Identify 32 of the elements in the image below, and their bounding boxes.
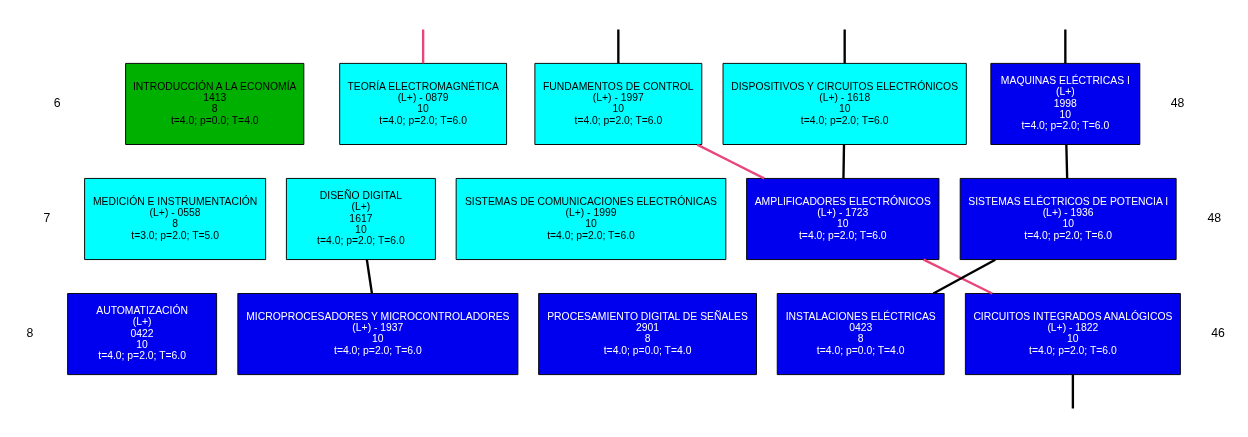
node-box: DISEÑO DIGITAL (L+) 1617 10 t=4.0; p=2.0; T=6.0 (285, 177, 436, 260)
connector (696, 143, 765, 179)
label: 8 (26, 325, 34, 340)
node-box: MICROPROCESADORES Y MICROCONTROLADORES (L+) - 1937 10 t=4.0; p=2.0; T=6.0 (237, 292, 519, 375)
node-box: DISPOSITIVOS Y CIRCUITOS ELECTRÓNICOS (L+) - 1618 10 t=4.0; p=2.0; T=6.0 (722, 62, 967, 145)
node-box: PROCESAMIENTO DIGITAL DE SEÑALES 2901 8 t=4.0; p=0.0; T=4.0 (538, 292, 757, 375)
node-box: SISTEMAS ELÉCTRICOS DE POTENCIA I (L+) - 1936 10 t=4.0; p=2.0; T=6.0 (959, 177, 1177, 260)
node-box: AMPLIFICADORES ELECTRÓNICOS (L+) - 1723 10 t=4.0; p=2.0; T=6.0 (746, 177, 940, 260)
node-box: MAQUINAS ELÉCTRICAS I (L+) 1998 10 t=4.0; p=2.0; T=6.0 (990, 62, 1141, 145)
node-box: CIRCUITOS INTEGRADOS ANALÓGICOS (L+) - 1822 10 t=4.0; p=2.0; T=6.0 (964, 292, 1181, 375)
connector (421, 29, 425, 63)
connector (923, 258, 993, 294)
connector (1064, 29, 1067, 63)
node-box: MEDICIÓN E INSTRUMENTACIÓN (L+) - 0558 8 t=3.0; p=2.0; T=5.0 (84, 177, 267, 260)
connector (1065, 144, 1069, 178)
label: 48 (1170, 95, 1185, 110)
node-box: TEORÍA ELECTROMAGNÉTICA (L+) - 0879 10 t=4.0; p=2.0; T=6.0 (339, 62, 508, 145)
connector (617, 29, 620, 63)
node-box: FUNDAMENTOS DE CONTROL (L+) - 1997 10 t=4.0; p=2.0; T=6.0 (534, 62, 703, 145)
node-box: AUTOMATIZACIÓN (L+) 0422 10 t=4.0; p=2.0; T=6.0 (67, 292, 218, 375)
connector (365, 259, 374, 293)
label: 6 (53, 95, 61, 110)
label: 48 (1207, 210, 1222, 225)
node-box: INSTALACIONES ELÉCTRICAS 0423 8 t=4.0; p=0.0; T=4.0 (776, 292, 945, 375)
node-box: INTRODUCCIÓN A LA ECONOMÍA 1413 8 t=4.0; p=0.0; T=4.0 (125, 62, 305, 145)
connector (932, 258, 996, 294)
connector (842, 144, 846, 178)
label: 46 (1211, 325, 1225, 340)
node-box: SISTEMAS DE COMUNICACIONES ELECTRÓNICAS (L+) - 1999 10 t=4.0; p=2.0; T=6.0 (455, 177, 727, 260)
connector (1071, 374, 1075, 408)
connector (843, 29, 846, 63)
label: 7 (43, 210, 51, 225)
